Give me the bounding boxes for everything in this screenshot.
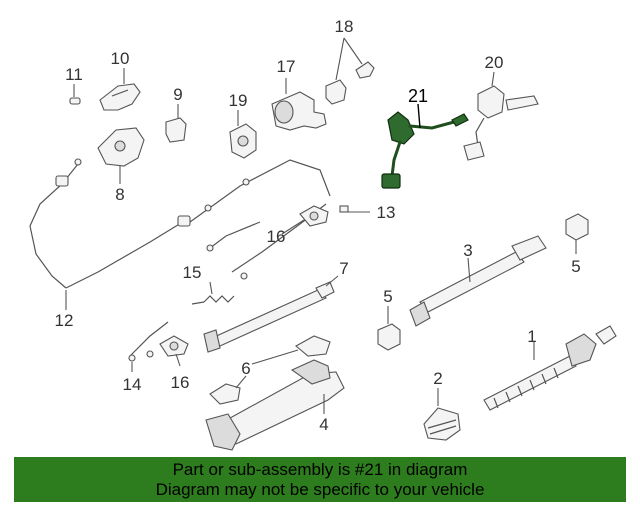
callout-8: 8 (115, 185, 124, 204)
part-11 (69, 84, 81, 105)
callout-4: 4 (319, 415, 328, 434)
part-19 (229, 110, 257, 159)
callout-14: 14 (123, 375, 142, 394)
callout-19: 19 (229, 91, 248, 110)
part-9 (165, 104, 187, 143)
part-3-shaft (409, 235, 547, 327)
callout-17: 17 (277, 57, 296, 76)
callout-10: 10 (111, 49, 130, 68)
banner-line-2: Diagram may not be specific to your vehi… (155, 480, 485, 499)
part-2-boot (423, 388, 461, 441)
callout-2: 2 (433, 369, 442, 388)
callout-11: 11 (65, 65, 83, 84)
part-4-housing (205, 359, 345, 451)
callout-16-bottom: 16 (171, 373, 190, 392)
callout-5-left: 5 (383, 287, 392, 306)
callout-16-top: 16 (267, 227, 286, 246)
callout-20: 20 (485, 53, 504, 72)
callout-12: 12 (55, 311, 74, 330)
callout-3: 3 (463, 241, 472, 260)
part-10 (99, 68, 141, 111)
callout-7: 7 (339, 259, 348, 278)
callout-1: 1 (527, 327, 536, 346)
part-5-left (377, 306, 401, 351)
part-12-cable (29, 158, 331, 310)
part-20 (463, 71, 539, 161)
callout-13: 13 (377, 203, 396, 222)
banner-line-1: Part or sub-assembly is #21 in diagram (172, 460, 468, 479)
part-16-bottom (159, 335, 189, 367)
info-banner: Part or sub-assembly is #21 in diagram D… (14, 457, 626, 502)
part-14 (128, 321, 169, 372)
part-8 (97, 127, 145, 184)
part-6 (209, 335, 331, 405)
callout-5-right: 5 (571, 257, 580, 276)
part-16-top (281, 205, 329, 235)
part-5-right (565, 213, 589, 254)
part-1-shaft (483, 325, 617, 411)
callout-15: 15 (183, 263, 202, 282)
part-17 (271, 78, 327, 131)
part-18 (325, 37, 375, 105)
part-21-highlighted (381, 103, 469, 189)
callout-6: 6 (241, 359, 250, 378)
callout-9: 9 (173, 85, 182, 104)
part-15 (191, 272, 248, 305)
callout-18: 18 (335, 17, 354, 36)
callout-21-highlighted: 21 (408, 86, 428, 106)
part-7-shaft (203, 275, 339, 353)
